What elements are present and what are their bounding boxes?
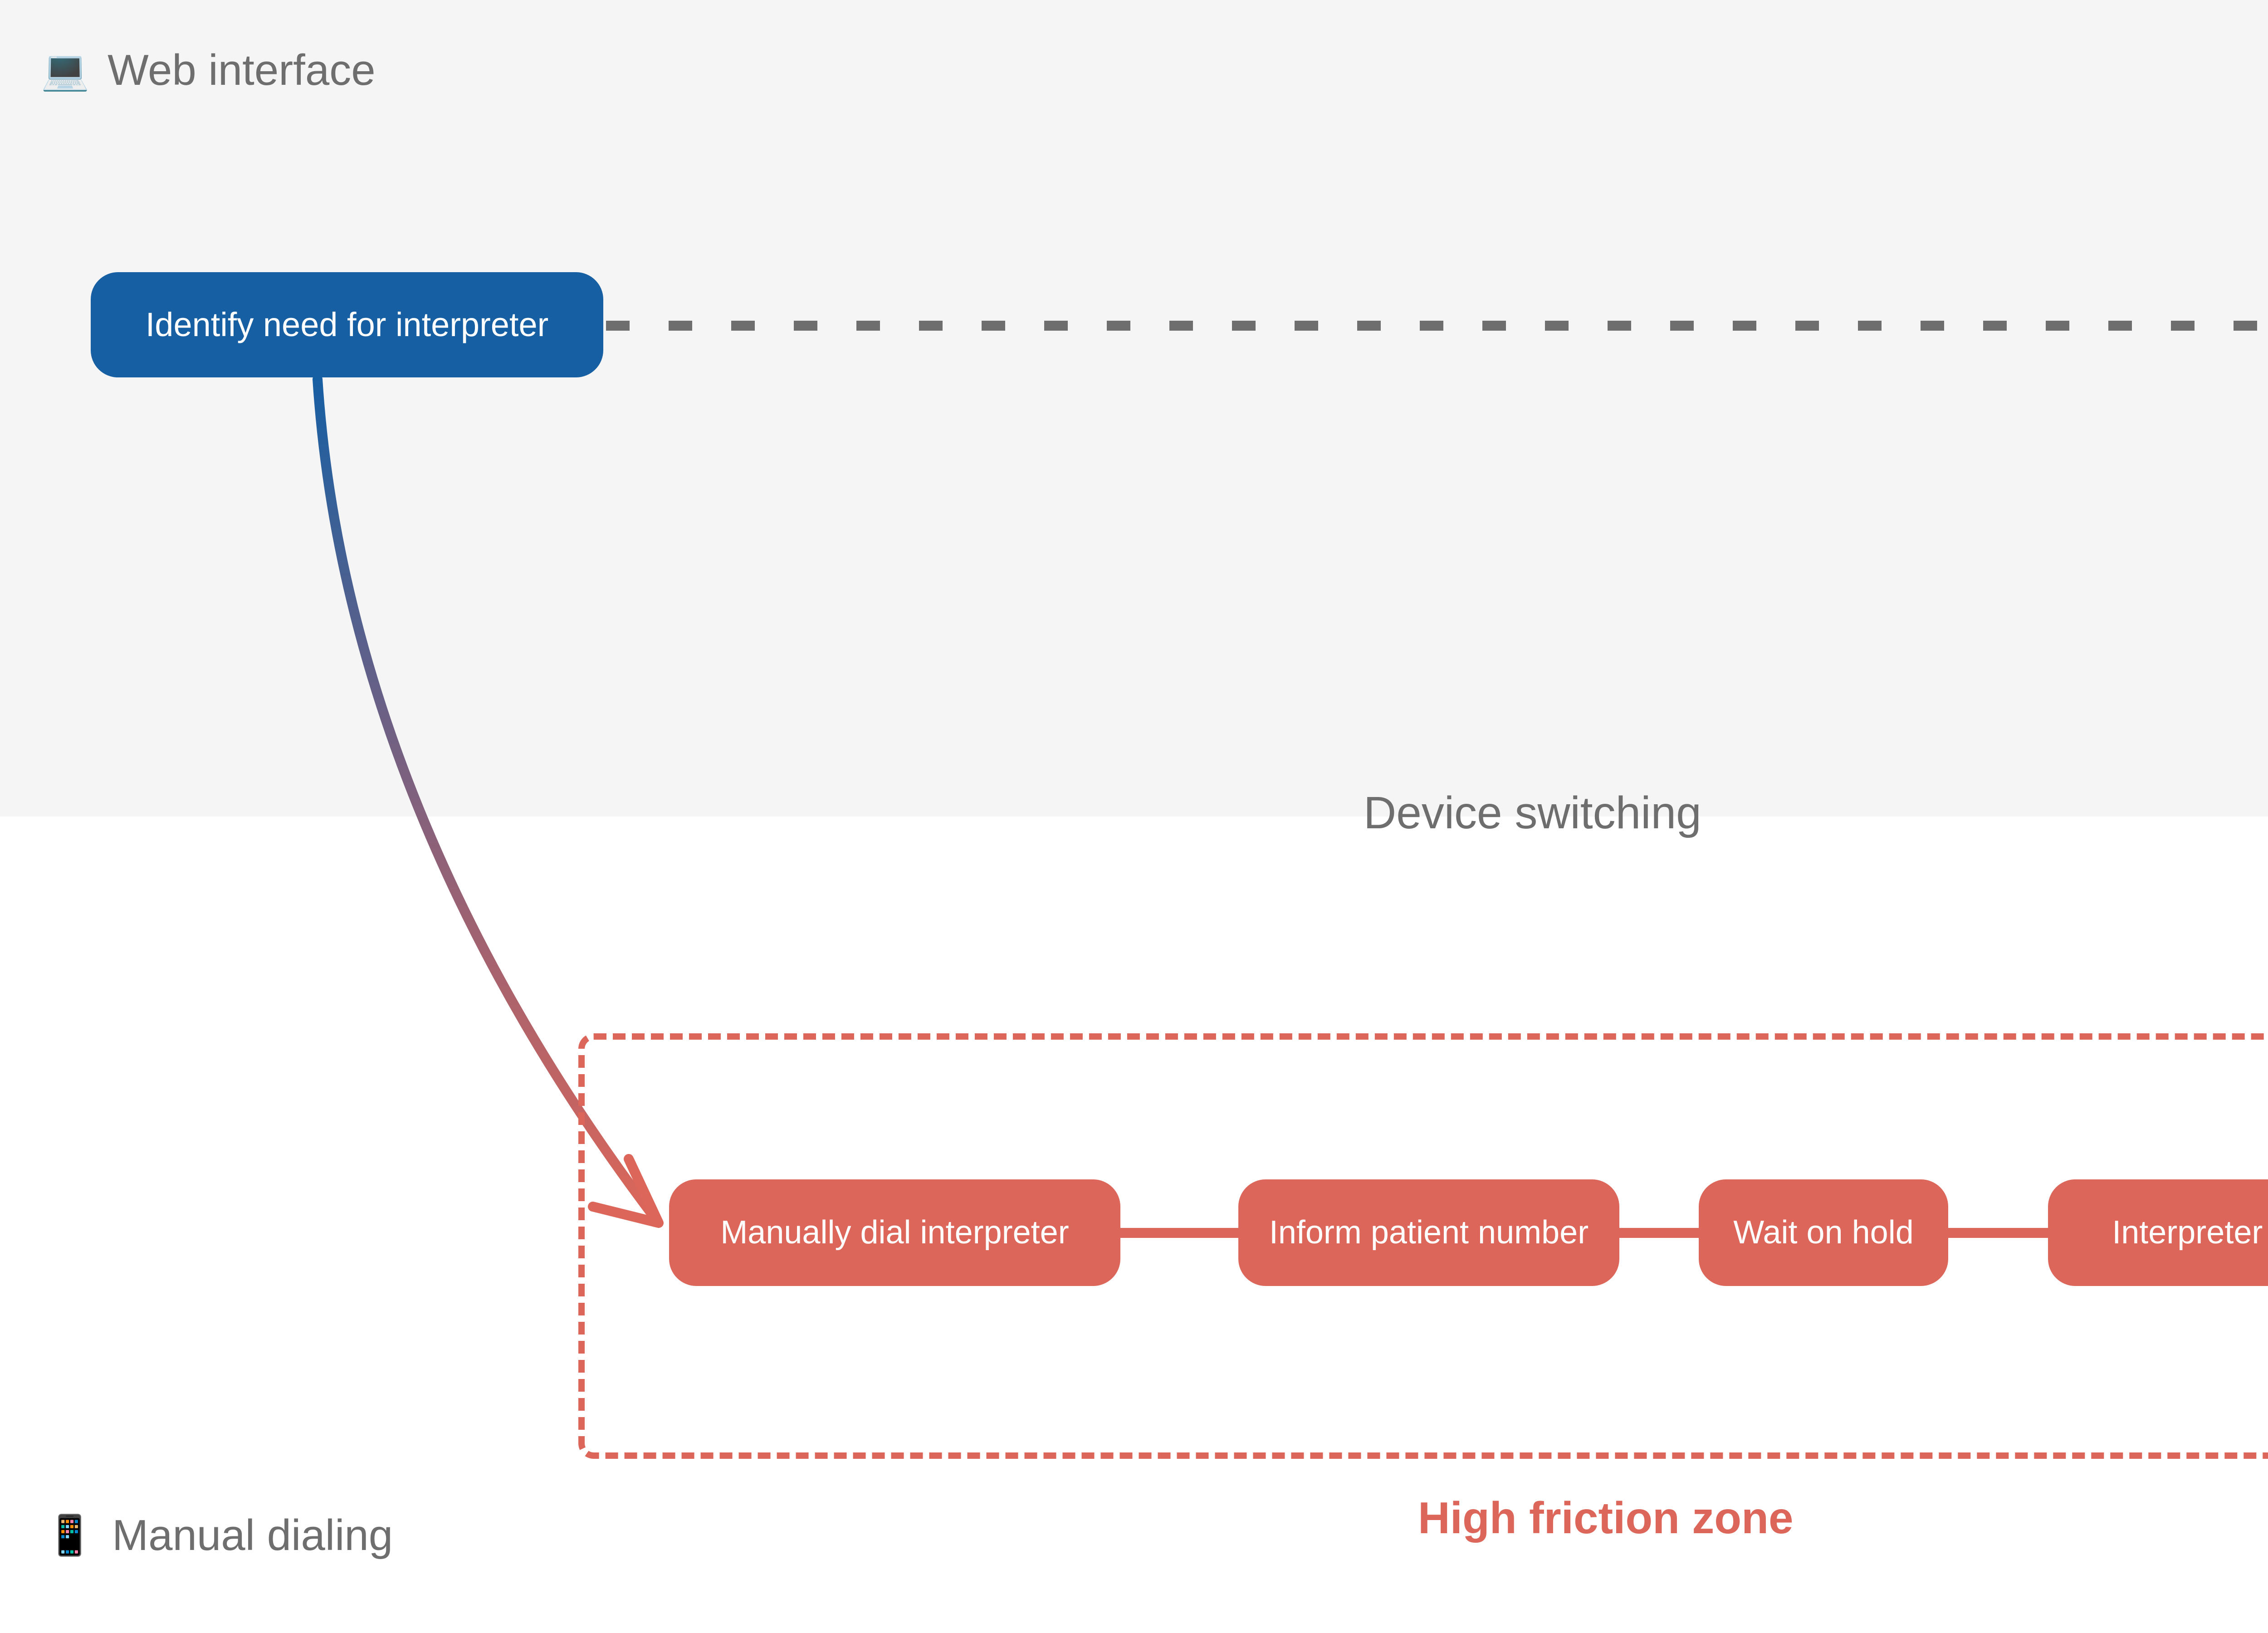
lane-header-web-interface: 💻 Web interface: [41, 45, 376, 95]
lane-label-web-interface: Web interface: [108, 46, 376, 94]
node-manually-dial-interpreter[interactable]: Manually dial interpreter: [669, 1179, 1120, 1286]
annotation-high-friction-zone: High friction zone: [1418, 1493, 1794, 1543]
node-label: Manually dial interpreter: [720, 1214, 1069, 1251]
node-identify-need-for-interpreter[interactable]: Identify need for interpreter: [91, 272, 603, 377]
high-friction-zone-boundary: [578, 1033, 2268, 1459]
node-label: Inform patient number: [1269, 1214, 1589, 1251]
lane-header-manual-dialing: 📱 Manual dialing: [45, 1511, 393, 1560]
mobile-phone-icon: 📱: [45, 1514, 94, 1557]
lane-label-manual-dialing: Manual dialing: [112, 1511, 393, 1560]
annotation-device-switching: Device switching: [1364, 787, 1701, 838]
node-label: Identify need for interpreter: [145, 306, 549, 344]
node-label: Wait on hold: [1733, 1214, 1914, 1251]
node-wait-on-hold[interactable]: Wait on hold: [1699, 1179, 1948, 1286]
node-label: Interpreter brings patient to the call: [2112, 1214, 2268, 1251]
node-inform-patient-number[interactable]: Inform patient number: [1238, 1179, 1619, 1286]
node-interpreter-brings-patient-to-the-call[interactable]: Interpreter brings patient to the call: [2048, 1179, 2268, 1286]
laptop-icon: 💻: [41, 49, 90, 92]
lane-band-web-interface: [0, 0, 2268, 816]
